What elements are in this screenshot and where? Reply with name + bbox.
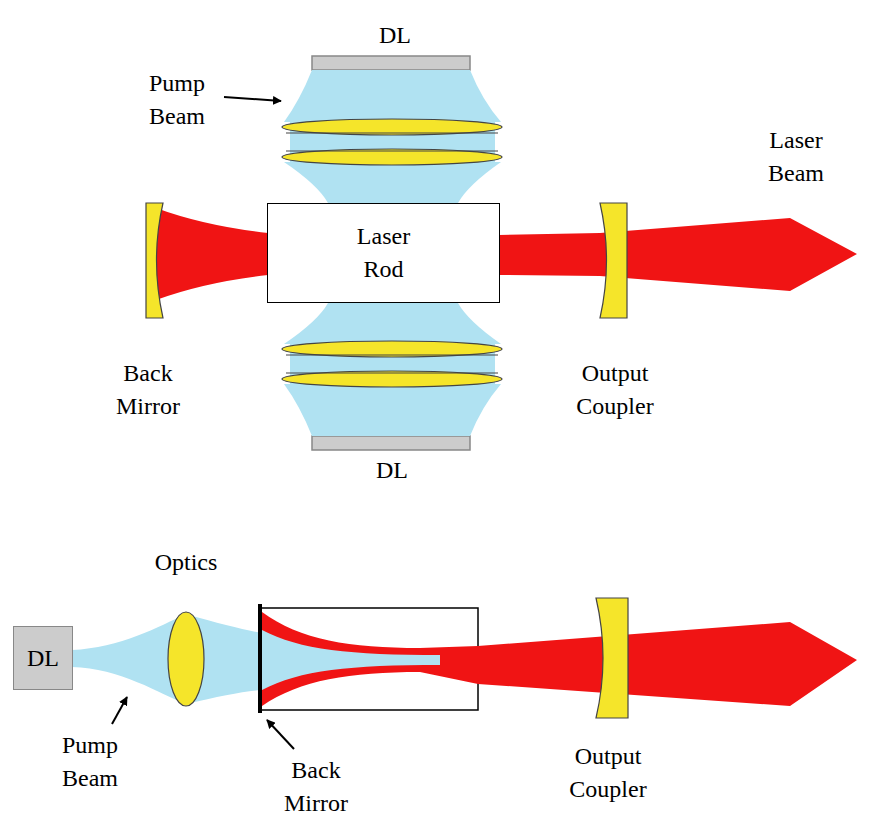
diode-laser-label: DL xyxy=(352,454,432,487)
laser-beam xyxy=(499,218,857,291)
node-label: DL xyxy=(27,642,59,675)
pump-beam xyxy=(72,614,262,704)
pump-beam xyxy=(284,70,501,122)
lens xyxy=(168,612,204,706)
diode-laser-box: DL xyxy=(13,626,73,690)
pump-beam xyxy=(284,384,501,436)
pump-beam xyxy=(262,630,440,690)
back-mirror xyxy=(146,203,163,318)
leader-arrow xyxy=(267,720,294,749)
mirror-label: Back Mirror xyxy=(103,357,193,423)
diode-laser-bar xyxy=(312,56,470,70)
coupler-label: Output Coupler xyxy=(558,740,658,806)
diode-laser-bar xyxy=(312,436,470,450)
optics-label: Optics xyxy=(136,546,236,579)
coupler-label: Output Coupler xyxy=(565,357,665,423)
pump-beam-label: Pump Beam xyxy=(45,729,135,795)
leader-arrow xyxy=(224,97,281,101)
output-coupler xyxy=(596,598,628,718)
diode-laser-label: DL xyxy=(355,19,435,52)
pump-beam xyxy=(284,303,501,344)
pump-beam xyxy=(284,162,501,203)
laser-beam xyxy=(262,612,857,706)
lens xyxy=(282,371,502,387)
lens xyxy=(282,119,502,135)
output-coupler xyxy=(600,203,627,318)
node-label: Laser Rod xyxy=(348,220,420,286)
back-mirror xyxy=(258,604,262,713)
mirror-label: Back Mirror xyxy=(271,754,361,820)
laser-beam-label: Laser Beam xyxy=(751,124,841,190)
pump-beam-label: Pump Beam xyxy=(132,67,222,133)
lens xyxy=(282,341,502,357)
lens xyxy=(282,149,502,165)
laser-rod-box: Laser Rod xyxy=(267,203,500,303)
laser-beam xyxy=(156,208,268,300)
leader-arrow xyxy=(112,697,127,724)
